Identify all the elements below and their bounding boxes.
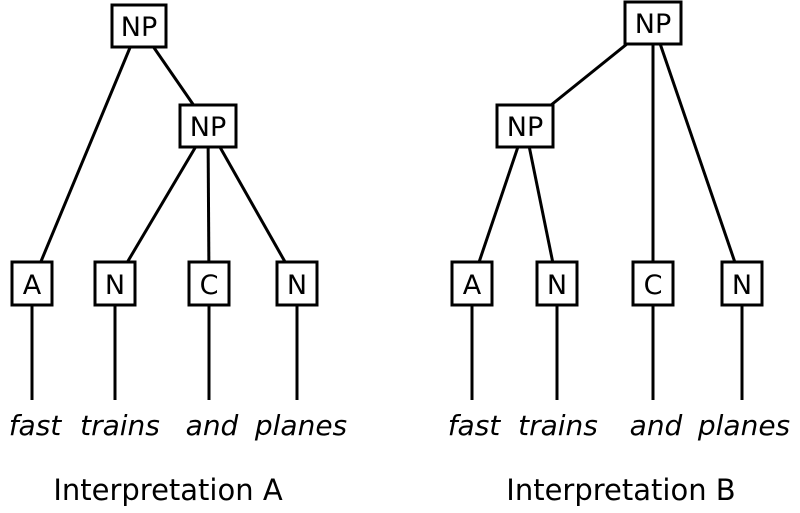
node-box: [178, 103, 238, 149]
node-c: C: [631, 260, 675, 307]
edge-inner-to-c: [206, 125, 211, 284]
node-np-root: NP: [623, 0, 683, 46]
terminal-word: fast: [9, 409, 63, 442]
terminal-word: trains: [518, 409, 598, 442]
node-np-inner: NP: [178, 103, 238, 149]
node-label: N: [105, 270, 125, 301]
node-box: [275, 260, 319, 307]
node-n1: N: [535, 260, 579, 307]
caption-interpretation-a: Interpretation A: [53, 473, 283, 507]
node-box: [10, 260, 54, 307]
edge-inner-to-n1: [523, 125, 559, 284]
node-np-inner: NP: [495, 103, 555, 149]
node-box: [450, 260, 494, 307]
node-n2: N: [720, 260, 764, 307]
node-a: A: [450, 260, 494, 307]
edge-root-to-a: [30, 25, 141, 284]
terminal-word: fast: [448, 409, 502, 442]
node-box: [495, 103, 555, 149]
node-label: NP: [635, 9, 671, 40]
terminal-word: and: [186, 409, 239, 442]
node-box: [93, 260, 137, 307]
node-label: NP: [121, 12, 157, 43]
node-a: A: [10, 260, 54, 307]
node-label: NP: [190, 112, 226, 143]
node-box: [535, 260, 579, 307]
node-box: [720, 260, 764, 307]
edge-inner-to-a: [470, 125, 527, 284]
node-label: NP: [507, 112, 543, 143]
node-n1: N: [93, 260, 137, 307]
terminal-word: planes: [254, 409, 347, 442]
node-box: [631, 260, 675, 307]
node-np-root: NP: [110, 3, 168, 49]
node-box: [623, 0, 683, 46]
terminal-word: planes: [697, 409, 790, 442]
tree-interpretation-b: NP NP A N C N fast trains and planes: [448, 0, 790, 507]
terminal-word: and: [630, 409, 683, 442]
terminal-word: trains: [80, 409, 160, 442]
node-box: [110, 3, 168, 49]
caption-interpretation-b: Interpretation B: [506, 473, 735, 507]
edge-inner-to-n1: [113, 125, 210, 284]
node-label: N: [547, 270, 567, 301]
tree-interpretation-a: NP NP A N C N fast trains and planes: [9, 3, 347, 507]
node-label: C: [644, 270, 663, 301]
node-c: C: [187, 260, 231, 307]
node-label: C: [200, 270, 219, 301]
node-n2: N: [275, 260, 319, 307]
node-label: A: [463, 270, 482, 301]
node-box: [187, 260, 231, 307]
node-label: A: [23, 270, 42, 301]
edge-root-to-n2: [651, 22, 744, 284]
edge-inner-to-n2: [206, 125, 299, 284]
node-label: N: [732, 270, 752, 301]
node-label: N: [287, 270, 307, 301]
